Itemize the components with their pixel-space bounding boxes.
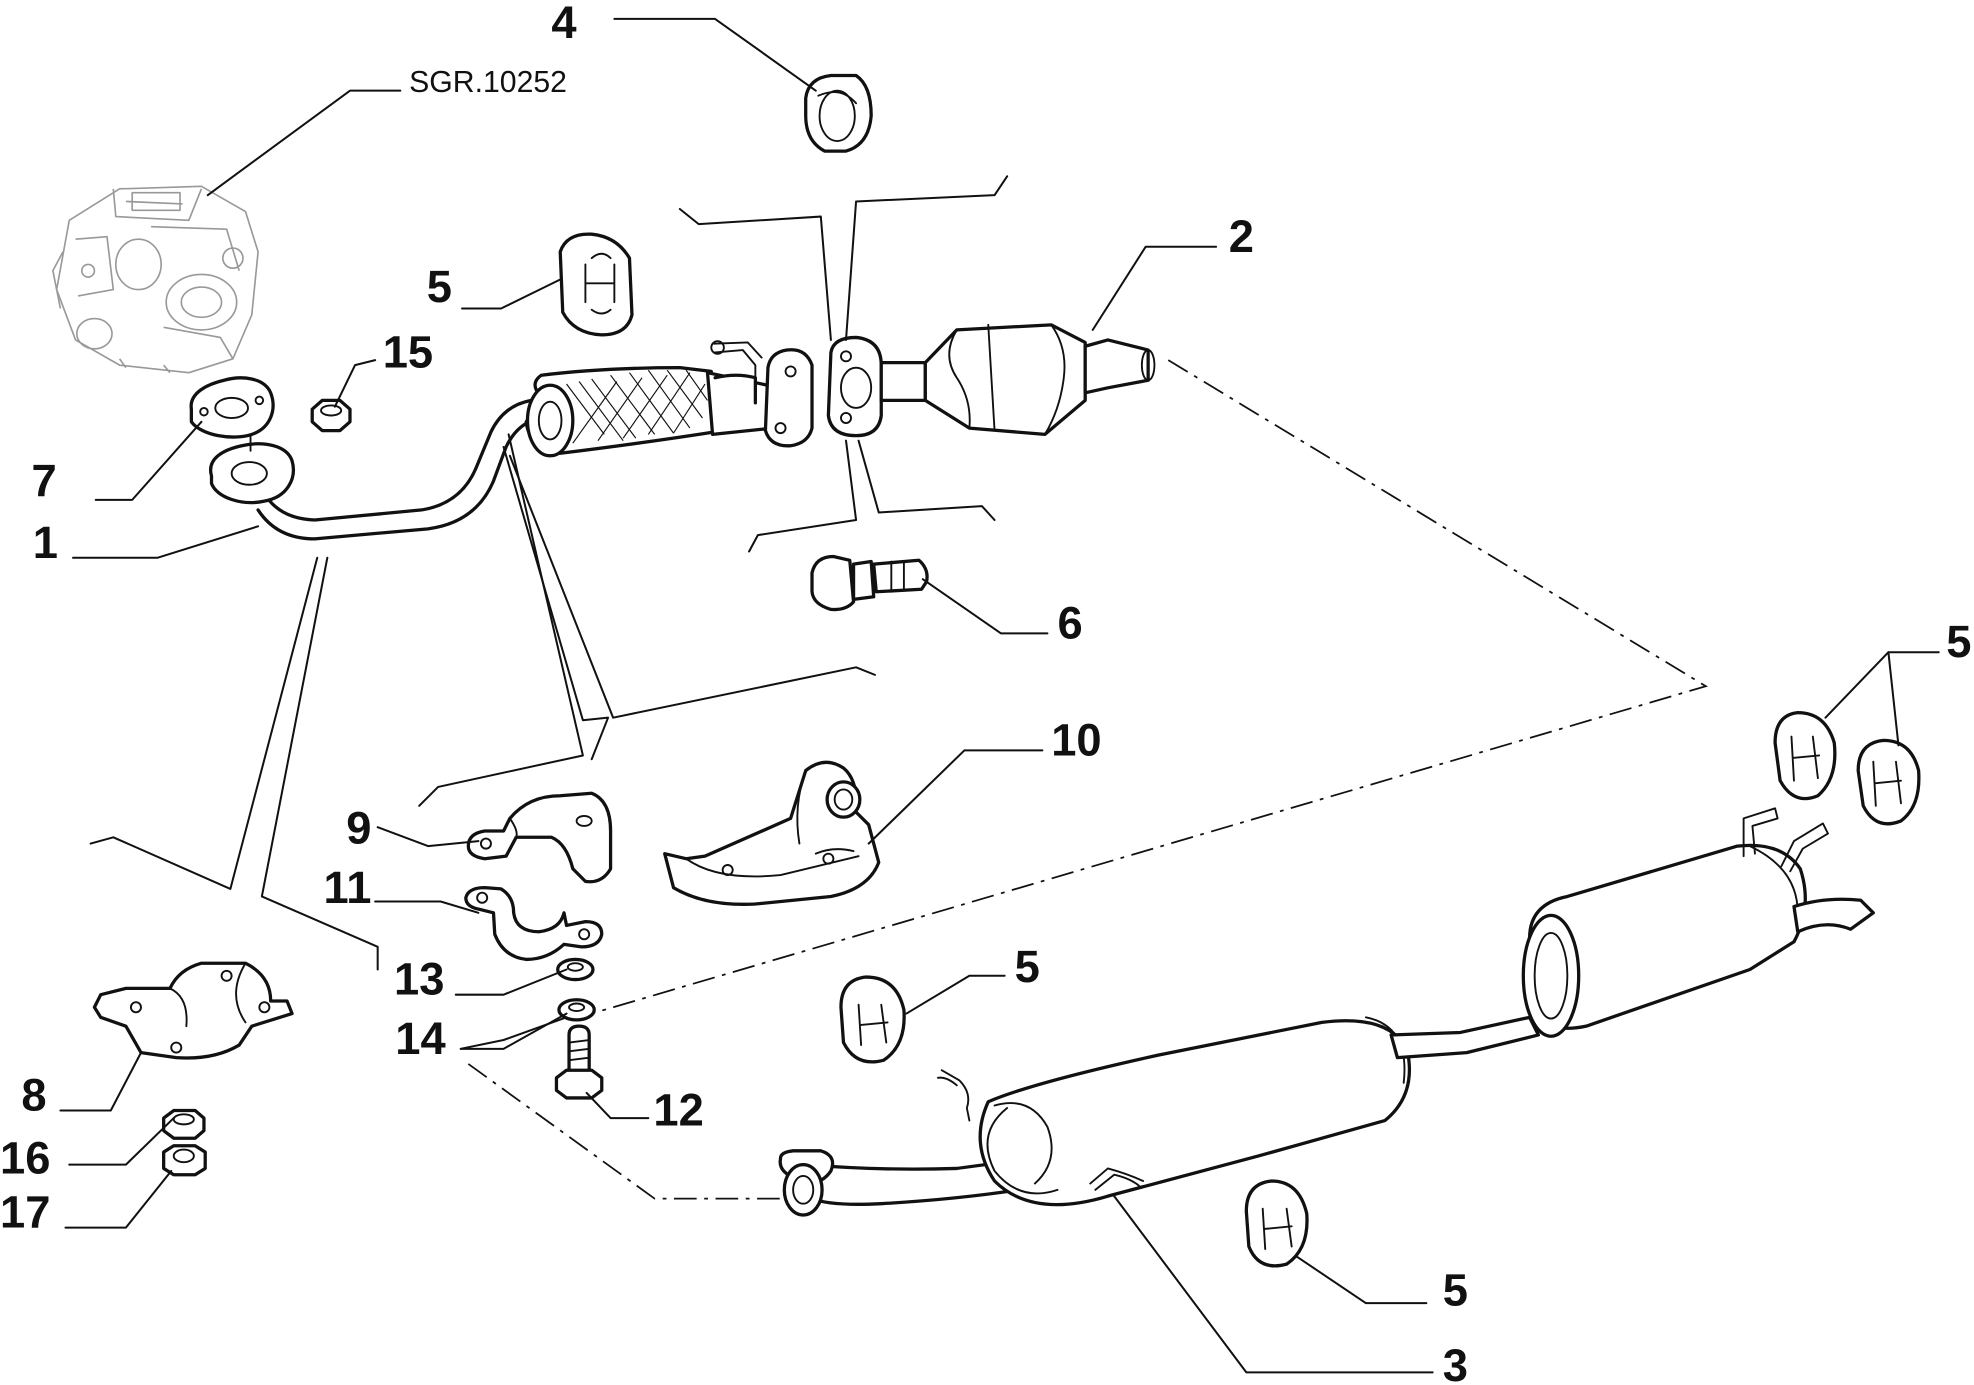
part-5-rubber-mount-bottom [1244, 1179, 1309, 1268]
label-part-7: 7 [31, 455, 56, 506]
label-part-17: 17 [0, 1187, 50, 1238]
part-14-washer [557, 998, 596, 1022]
front-silencer [524, 340, 814, 458]
part-8-bracket [92, 961, 294, 1060]
part-4-grommet [804, 73, 873, 153]
part-15-nut [310, 398, 352, 433]
label-part-13: 13 [394, 954, 444, 1005]
part-6-bolt [810, 554, 929, 612]
part-17-nut [162, 1144, 207, 1177]
part-5-rubber-mount-right-b [1856, 738, 1921, 826]
part-11-clamp [464, 886, 604, 962]
part-7-gasket [189, 376, 275, 439]
part-5-rubber-mount-middle [839, 975, 906, 1064]
label-part-5-top: 5 [427, 261, 452, 312]
label-part-1: 1 [33, 517, 58, 568]
part-10-heat-shield [663, 760, 881, 906]
part-3-rear-exhaust [778, 807, 1875, 1217]
part-2-catalytic-converter [879, 323, 1156, 437]
label-part-11: 11 [324, 862, 372, 913]
engine-block-illustration [52, 185, 259, 374]
label-part-9: 9 [346, 803, 371, 854]
label-part-5-bottom: 5 [1443, 1265, 1468, 1316]
label-part-15: 15 [383, 327, 433, 378]
label-part-5-middle: 5 [1015, 941, 1040, 992]
part-1-front-pipe [209, 398, 537, 541]
part-12-bolt [554, 1024, 604, 1100]
label-part-12: 12 [653, 1085, 703, 1136]
label-part-14: 14 [395, 1013, 445, 1064]
label-part-8: 8 [21, 1070, 46, 1121]
part-5-rubber-mount-right-a [1773, 711, 1837, 801]
reference-code: SGR.10252 [409, 66, 567, 99]
leader-lines [59, 17, 1940, 1374]
part-16-nut [162, 1108, 206, 1140]
flange-gasket [826, 335, 883, 438]
label-part-2: 2 [1229, 211, 1254, 262]
label-part-6: 6 [1057, 597, 1082, 648]
label-part-3: 3 [1443, 1340, 1468, 1385]
part-5-rubber-mount-top [558, 232, 634, 337]
connection-lines [467, 359, 1709, 1200]
section-brackets [89, 175, 1009, 971]
label-part-10: 10 [1051, 714, 1101, 765]
label-part-16: 16 [0, 1132, 50, 1183]
label-part-5-right: 5 [1946, 616, 1971, 667]
leader-engine-ref [206, 89, 402, 197]
part-9-clamp [466, 791, 613, 884]
label-part-4: 4 [551, 0, 576, 48]
part-13-washer [556, 957, 595, 982]
